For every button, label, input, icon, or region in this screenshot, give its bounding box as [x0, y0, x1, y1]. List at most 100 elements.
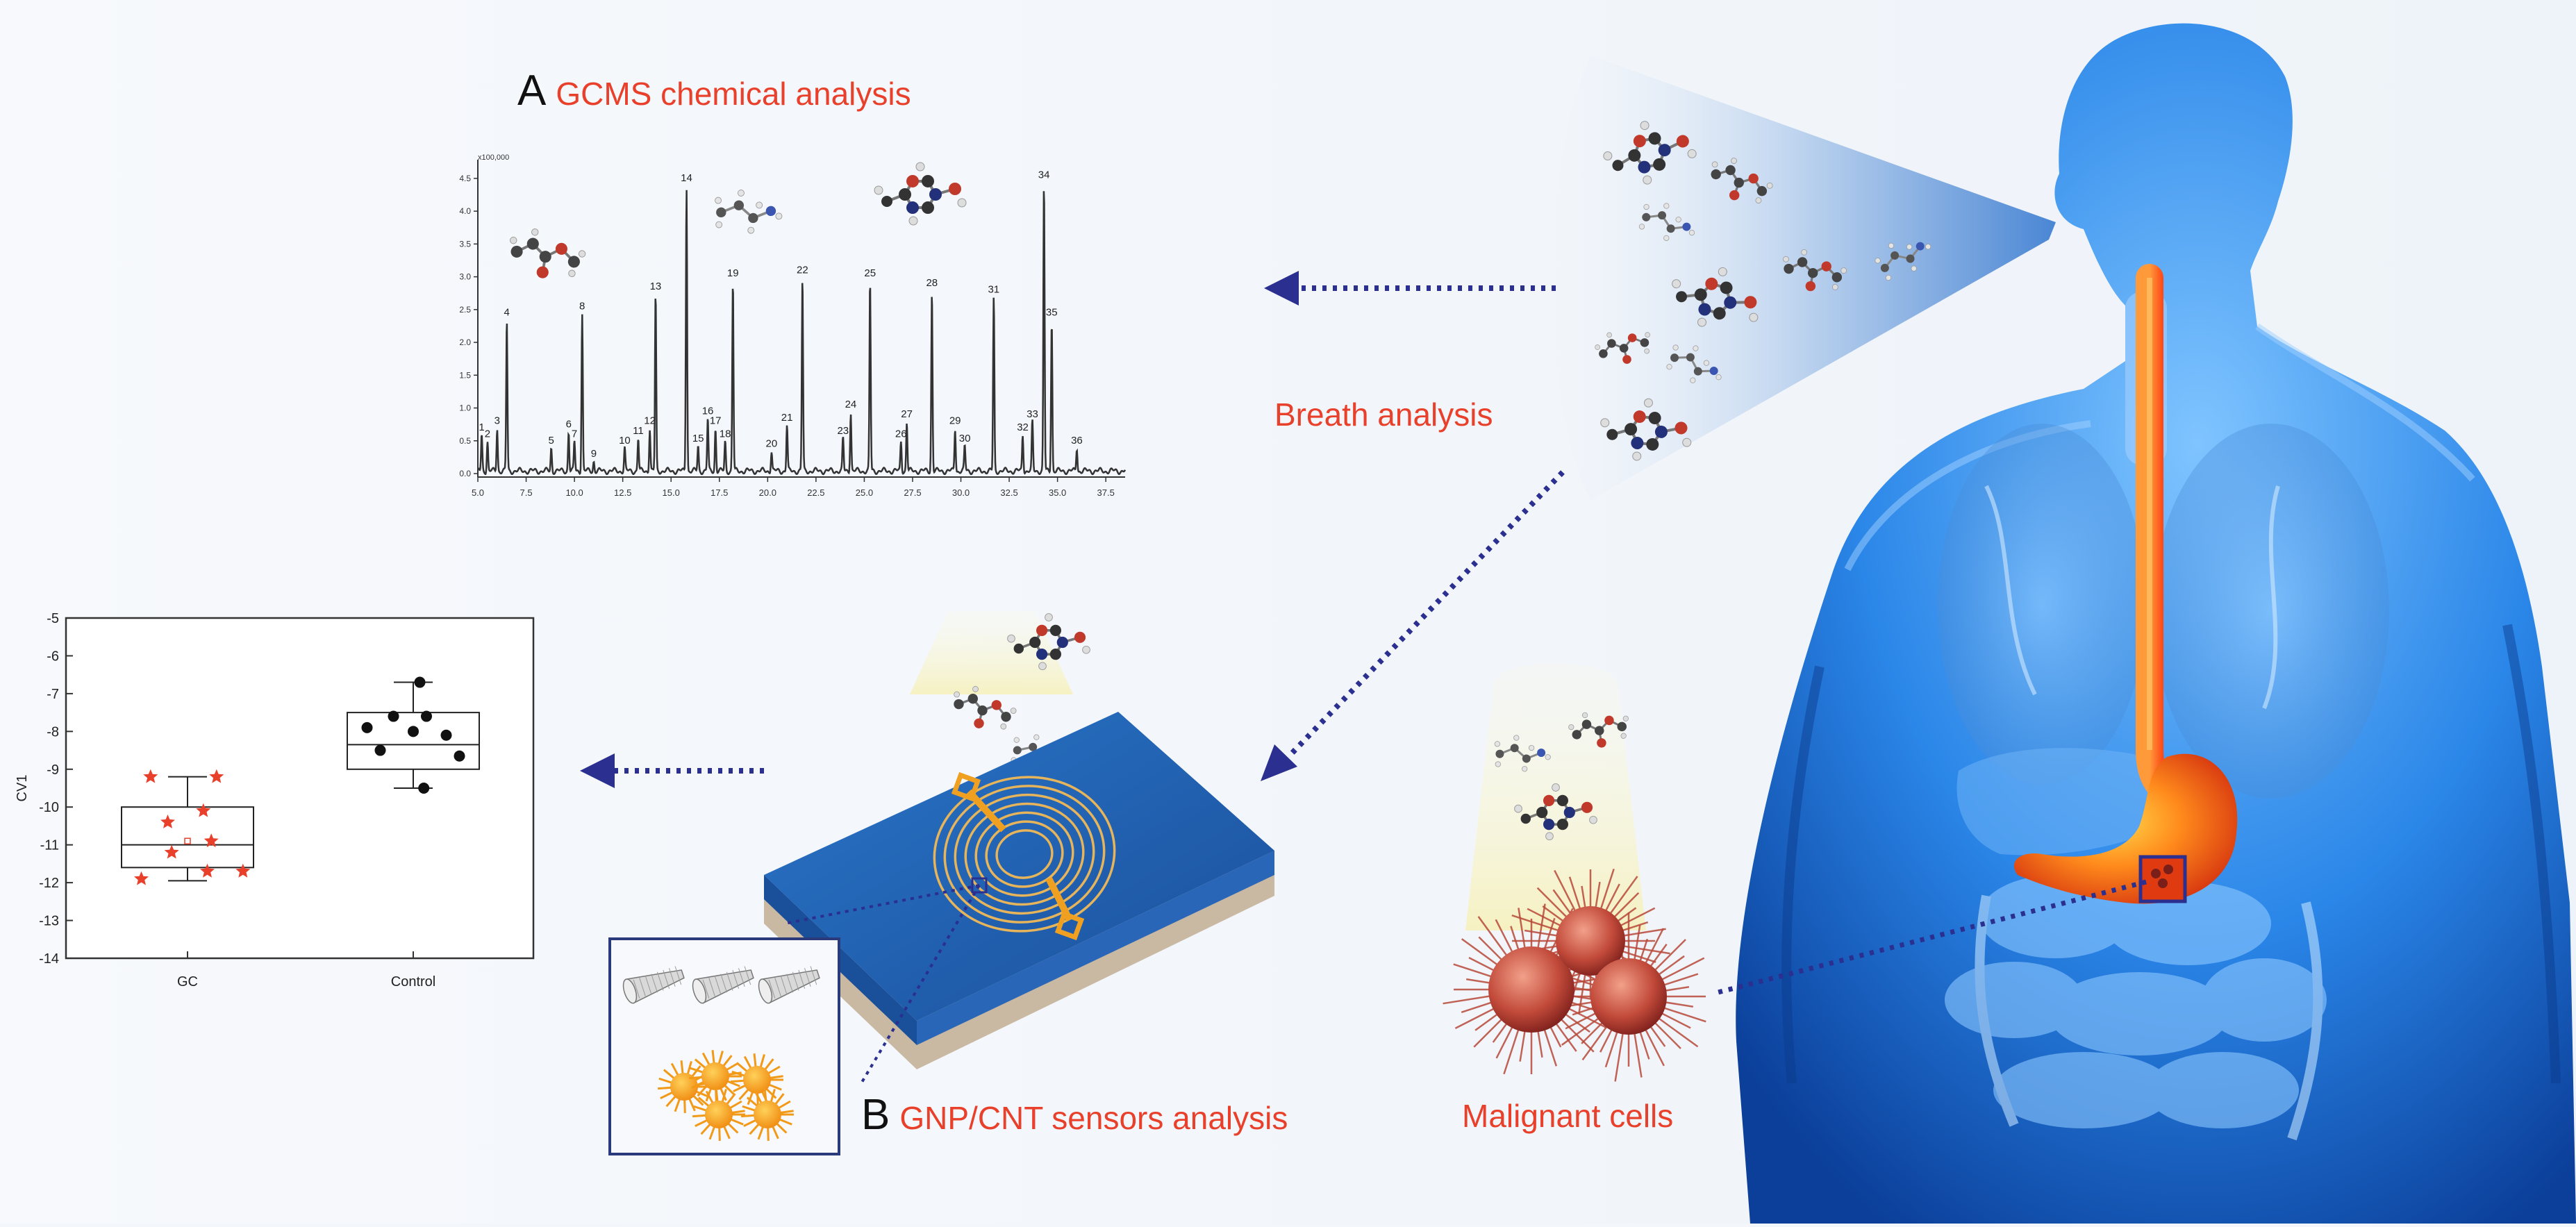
- box-plot-category-label: GC: [177, 974, 198, 990]
- gc-data-point: [160, 815, 175, 828]
- right-lung: [2153, 424, 2389, 799]
- gcms-x-tick-label: 35.0: [1049, 487, 1066, 498]
- gcms-peak-label: 10: [619, 435, 631, 446]
- gcms-y-tick-label: 0.0: [459, 469, 471, 478]
- nanotube-cone: [622, 966, 685, 1004]
- gold-nanoparticle: [657, 1060, 711, 1114]
- box-plot-y-tick-label: -12: [39, 876, 59, 891]
- cancer-cell-2: [1556, 906, 1625, 976]
- gcms-peak-label: 24: [845, 399, 857, 410]
- carbon-nanotubes: [622, 966, 820, 1004]
- breath-cone: [1551, 56, 2056, 500]
- gcms-peak-label: 23: [837, 425, 849, 437]
- panel-a-letter: A: [517, 67, 547, 115]
- breath-molecules: [1595, 121, 1931, 461]
- gc-data-point: [235, 863, 251, 878]
- human-body-illustration: [1736, 23, 2576, 1224]
- gcms-x-tick-label: 10.0: [565, 487, 583, 498]
- gcms-x-tick-label: 25.0: [856, 487, 873, 498]
- gcms-molecules: [509, 162, 967, 278]
- gcms-peak-label: 16: [702, 405, 714, 417]
- gcms-peak-label: 25: [864, 267, 876, 279]
- gcms-peak-label: 18: [720, 428, 731, 440]
- gcms-peak-label: 28: [926, 277, 938, 289]
- gcms-peak-label: 34: [1038, 169, 1050, 181]
- gcms-y-tick-label: 2.0: [459, 337, 471, 347]
- gcms-y-tick-label: 4.0: [459, 206, 471, 216]
- malignant-cells-label: Malignant cells: [1462, 1098, 1674, 1134]
- gcms-y-tick-label: 1.5: [459, 370, 471, 380]
- cancer-cell-1: [1488, 946, 1574, 1033]
- gcms-peak-label: 33: [1027, 408, 1038, 420]
- gold-nanoparticle: [740, 1088, 794, 1142]
- gcms-peak-label: 29: [949, 415, 961, 427]
- gc-data-point: [134, 871, 149, 885]
- molecule-icon: [1514, 783, 1597, 841]
- gcms-peak-label: 30: [959, 433, 971, 444]
- gc-data-point: [203, 833, 219, 848]
- sensor-beam: [910, 611, 1073, 694]
- box-plot-frame: [65, 617, 535, 960]
- gcms-y-tick-label: 2.5: [459, 305, 471, 315]
- molecule-icon: [1568, 712, 1629, 748]
- gcms-x-tick-label: 7.5: [520, 487, 533, 498]
- molecule-icon: [1711, 158, 1773, 204]
- intestines: [1945, 875, 2327, 1141]
- gcms-x-tick-label: 32.5: [1000, 487, 1017, 498]
- gcms-peak-label: 13: [650, 281, 662, 292]
- molecule-icon: [1666, 344, 1722, 383]
- gcms-y-tick-label: 0.5: [459, 436, 471, 446]
- gcms-peak-label: 14: [681, 172, 692, 184]
- molecule-icon: [1672, 267, 1759, 327]
- gcms-x-tick-label: 5.0: [472, 487, 484, 498]
- gc-data-point: [143, 769, 158, 783]
- box-plot-y-axis-label: CV1: [15, 775, 30, 802]
- sensor-chip: [608, 611, 1274, 1155]
- molecule-icon: [715, 190, 783, 234]
- gcms-x-tick-label: 22.5: [807, 487, 824, 498]
- molecule-icon: [1600, 398, 1692, 461]
- gcms-peak-label: 32: [1017, 421, 1029, 433]
- malignant-cells-illustration: [1443, 663, 1706, 1082]
- box-control: [347, 681, 480, 789]
- gcms-peak-label: 5: [549, 435, 554, 446]
- gcms-peak-label: 22: [797, 264, 808, 276]
- arrow-head-sensor: [1261, 744, 1297, 781]
- cell-molecules: [1494, 712, 1629, 841]
- interdigitated-electrode: [933, 771, 1116, 941]
- gcms-peak-label: 11: [633, 425, 644, 437]
- molecule-icon: [1007, 613, 1090, 671]
- gcms-peak-label: 19: [727, 267, 739, 279]
- panel-a-text: GCMS chemical analysis: [556, 76, 911, 112]
- gcms-peak-label: 27: [901, 408, 913, 420]
- arrow-head-boxplot: [580, 753, 615, 788]
- box-plot-y-tick-label: -13: [39, 914, 59, 929]
- cell-beam: [1465, 663, 1646, 930]
- gcms-x-tick-label: 37.5: [1097, 487, 1115, 498]
- control-data-point: [418, 783, 430, 794]
- gcms-peak-label: 15: [692, 433, 704, 444]
- box-plot-y-tick-label: -10: [39, 800, 59, 815]
- gold-nanoparticles: [657, 1050, 794, 1142]
- gcms-peak-label: 1: [479, 421, 484, 433]
- molecule-icon: [1494, 735, 1551, 772]
- gcms-peak-label: 2: [485, 428, 490, 440]
- gcms-peak-label: 36: [1071, 435, 1083, 446]
- box-plot-y-tick-label: -9: [47, 762, 59, 778]
- chip-top: [764, 712, 1274, 1021]
- gcms-peak-label: 21: [781, 412, 793, 424]
- gcms-peak-label: 20: [766, 438, 778, 450]
- nanotube-cone: [758, 966, 820, 1004]
- molecule-icon: [954, 685, 1017, 730]
- dotted-link-cells-stomach: [1715, 879, 2147, 996]
- molecule-icon: [509, 228, 586, 278]
- panel-b-text: GNP/CNT sensors analysis: [899, 1100, 1288, 1136]
- gcms-peak-label: 17: [710, 415, 722, 427]
- arrow-breath-to-sensor: [1286, 470, 1565, 759]
- gcms-peak-label: 6: [566, 418, 572, 430]
- box-plot-y-tick-label: -8: [47, 724, 59, 740]
